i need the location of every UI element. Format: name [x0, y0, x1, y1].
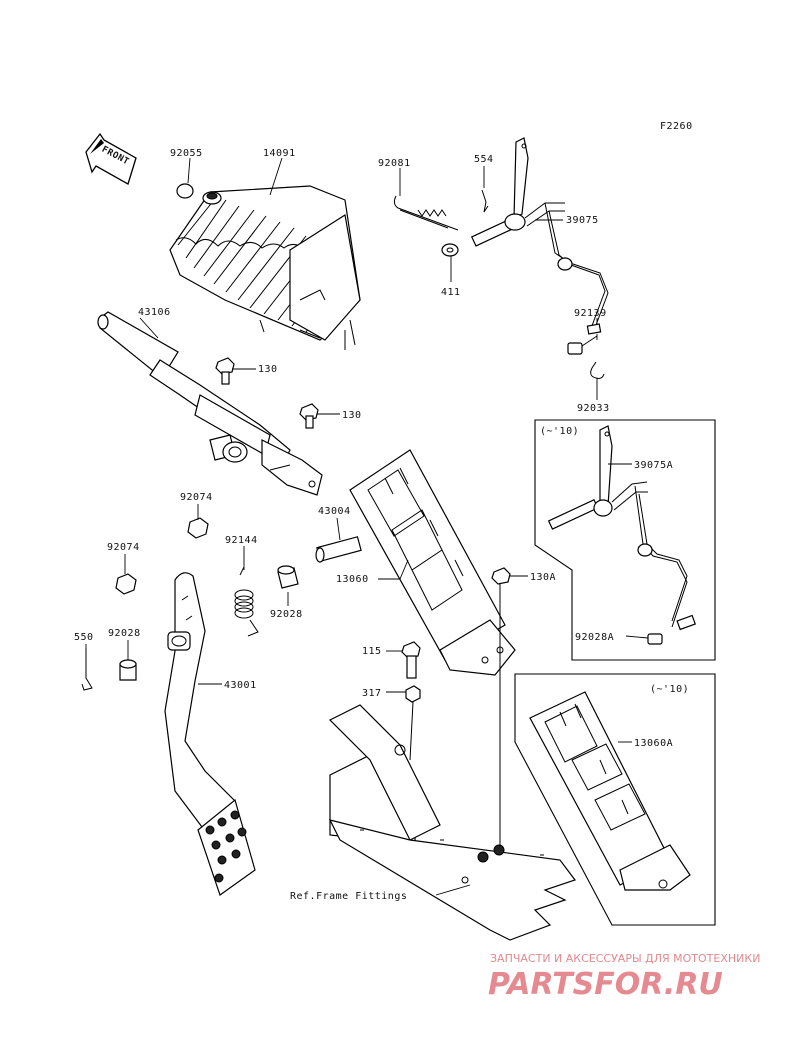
- label-115: 115: [362, 646, 382, 657]
- label-411: 411: [441, 287, 461, 298]
- bolt-130-upper: [215, 357, 235, 385]
- leader-lines: [85, 157, 649, 896]
- label-550: 550: [74, 632, 94, 643]
- label-130-lower: 130: [342, 410, 362, 421]
- label-92028A: 92028A: [575, 632, 614, 643]
- brake-pedal-43001: [164, 572, 256, 896]
- nut-317: [405, 685, 421, 761]
- o-ring-92055: [176, 183, 194, 199]
- front-arrow-icon: FRONT: [85, 132, 137, 185]
- label-92144: 92144: [225, 535, 258, 546]
- frame-fittings: [328, 704, 576, 941]
- label-130A: 130A: [530, 572, 556, 583]
- collar-92028-mid: [277, 565, 299, 589]
- label-92074-lower: 92074: [107, 542, 140, 553]
- rod-39075: [470, 137, 609, 335]
- label-43004: 43004: [318, 506, 351, 517]
- inset-13060A: (~'10): [514, 673, 716, 926]
- collar-92028-left: [119, 659, 137, 681]
- watermark-logo: PARTSFOR.RU: [488, 967, 723, 1002]
- pedal-13060: [349, 449, 516, 676]
- label-317: 317: [362, 688, 382, 699]
- bushing-92074-lower: [115, 573, 137, 595]
- inset-1-label: (~'10): [540, 426, 579, 437]
- label-43001: 43001: [224, 680, 257, 691]
- label-39075: 39075: [566, 215, 599, 226]
- inset-2-label: (~'10): [650, 684, 689, 695]
- label-130-upper: 130: [258, 364, 278, 375]
- ref-frame-label: Ref.Frame Fittings: [290, 891, 407, 902]
- boot-14091: [169, 185, 361, 350]
- inset-39075A: (~'10): [534, 419, 716, 661]
- figure-code: F2260: [660, 121, 693, 132]
- label-92033: 92033: [577, 403, 610, 414]
- label-39075A: 39075A: [634, 460, 673, 471]
- label-92028-left: 92028: [108, 628, 141, 639]
- spring-92144: [234, 566, 259, 637]
- washer-411: [441, 243, 459, 257]
- label-92074-upper: 92074: [180, 492, 213, 503]
- hand-lever-43106: [97, 311, 323, 496]
- shaft-43004: [315, 536, 362, 563]
- label-14091: 14091: [263, 148, 296, 159]
- cotter-pin-550: [81, 648, 93, 691]
- label-43106: 43106: [138, 307, 171, 318]
- label-92081: 92081: [378, 158, 411, 169]
- label-13060A: 13060A: [634, 738, 673, 749]
- bolt-115: [401, 641, 421, 679]
- clip-92033: [590, 361, 605, 379]
- watermark-tagline: ЗАПЧАСТИ И АКСЕССУАРЫ ДЛЯ МОТОТЕХНИКИ: [490, 952, 760, 965]
- bushing-92074-upper: [187, 517, 209, 539]
- label-13060: 13060: [336, 574, 369, 585]
- bolt-130-lower: [299, 403, 319, 429]
- label-554: 554: [474, 154, 494, 165]
- bolt-130A: [491, 567, 511, 845]
- label-92139: 92139: [574, 308, 607, 319]
- label-92028-mid: 92028: [270, 609, 303, 620]
- collar-92139: [567, 342, 583, 355]
- cotter-pin-554: [481, 189, 489, 213]
- pin-92081: [393, 195, 459, 231]
- label-92055: 92055: [170, 148, 203, 159]
